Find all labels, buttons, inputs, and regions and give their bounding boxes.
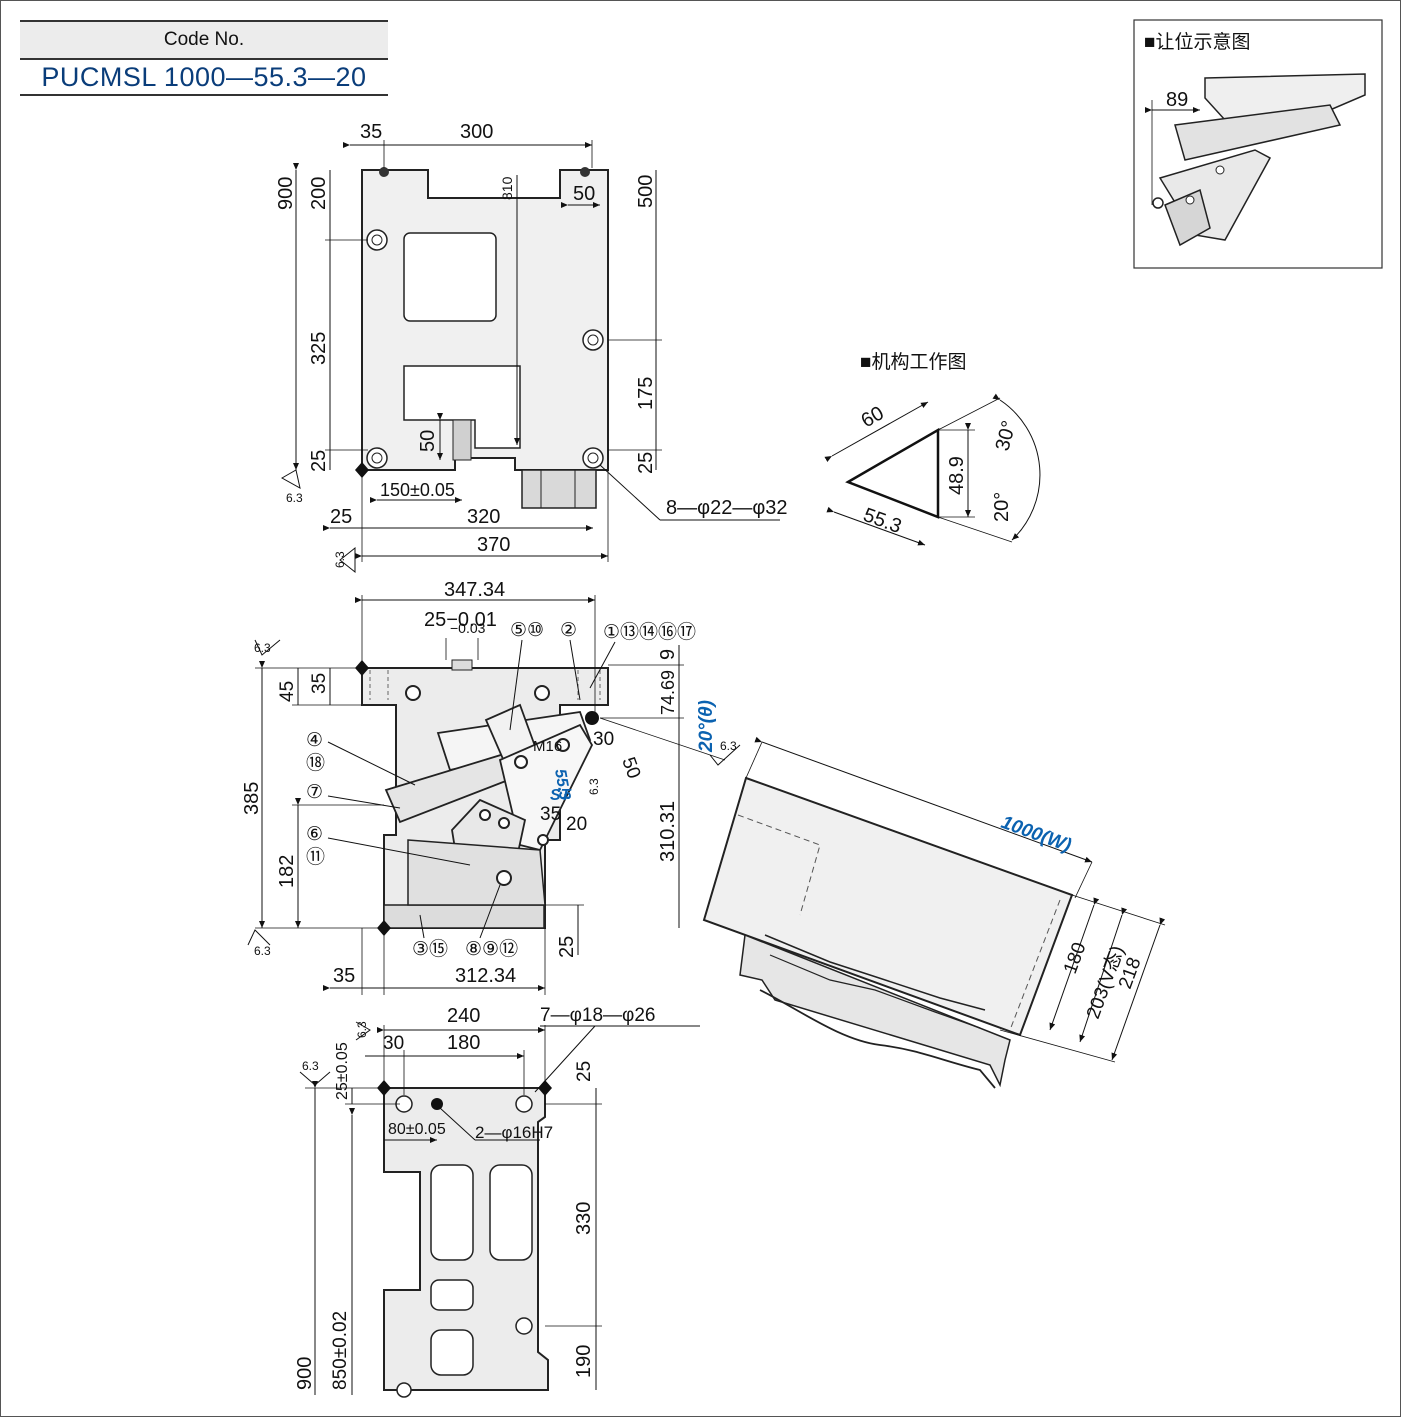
clearance-dim-89: 89 bbox=[1166, 89, 1188, 111]
callout-11: ⑪ bbox=[306, 846, 325, 868]
bottom-view: 240 30 180 7—φ18—φ26 25±0.05 25 330 190 … bbox=[294, 1005, 700, 1398]
callout-1-13-14-16-17: ①⑬⑭⑯⑰ bbox=[603, 621, 696, 643]
side-roughness-b: 6.3 bbox=[254, 944, 271, 958]
side-tol-top: 25−0.01 bbox=[424, 609, 497, 631]
mech-angle-20: 20° bbox=[991, 492, 1013, 522]
side-dim-312-34: 312.34 bbox=[455, 965, 516, 987]
mech-dim-48-9: 48.9 bbox=[946, 456, 968, 495]
cam-width: 1000(W) bbox=[998, 812, 1074, 857]
callout-18: ⑱ bbox=[306, 752, 325, 774]
top-dim-500: 500 bbox=[635, 175, 657, 208]
side-dim-25: 25 bbox=[556, 936, 578, 958]
side-angle: 20°(θ) bbox=[696, 700, 717, 753]
clearance-inset: ■让位示意图 89 bbox=[1133, 19, 1383, 269]
top-dim-25c: 25 bbox=[330, 506, 352, 528]
top-dim-370: 370 bbox=[477, 534, 510, 556]
side-dim-9: 9 bbox=[657, 649, 679, 660]
top-roughness-a: 6.3 bbox=[286, 491, 303, 505]
top-holes-callout: 8—φ22—φ32 bbox=[666, 497, 788, 519]
side-view: 347.34 25−0.01 −0.03 ⑤⑩ ② ①⑬⑭⑯⑰ 9 74.69 … bbox=[241, 579, 741, 995]
mech-dim-55-3: 55.3 bbox=[860, 504, 904, 538]
side-dim-310-31: 310.31 bbox=[657, 801, 679, 862]
top-dim-25b: 25 bbox=[635, 452, 657, 474]
side-dim-347: 347.34 bbox=[444, 579, 505, 601]
side-dim-35a: 35 bbox=[309, 673, 330, 694]
bottom-dim-190: 190 bbox=[573, 1345, 595, 1378]
code-label: Code No. bbox=[20, 20, 388, 60]
mechanism-inset: ■机构工作图 60 48.9 55.3 30° 20° bbox=[824, 351, 1041, 546]
top-dim-320: 320 bbox=[467, 506, 500, 528]
top-dim-325: 325 bbox=[308, 332, 330, 365]
side-tol-bottom: −0.03 bbox=[450, 620, 486, 636]
side-dim-20: 20 bbox=[566, 814, 587, 835]
code-value: PUCMSL 1000—55.3—20 bbox=[20, 60, 388, 96]
top-dim-175: 175 bbox=[635, 377, 657, 410]
top-dim-50b: 50 bbox=[417, 430, 439, 452]
mechanism-title: ■机构工作图 bbox=[860, 351, 966, 373]
bottom-roughness-a: 6.3 bbox=[355, 1021, 369, 1038]
mech-angle-30: 30° bbox=[992, 418, 1021, 453]
cam-view: 1000(W) 180 203(V态) 218 bbox=[702, 736, 1166, 1089]
bottom-dim-25-tol: 25±0.05 bbox=[334, 1042, 351, 1100]
callout-7: ⑦ bbox=[306, 782, 323, 803]
top-dim-200: 200 bbox=[308, 177, 330, 210]
side-m16: M16 bbox=[533, 738, 562, 755]
side-dim-50: 50 bbox=[617, 755, 644, 782]
bottom-holes-a: 7—φ18—φ26 bbox=[540, 1005, 655, 1026]
side-dim-30: 30 bbox=[593, 729, 614, 750]
top-dim-900: 900 bbox=[275, 177, 297, 210]
top-dim-300: 300 bbox=[460, 121, 493, 143]
side-roughness-a: 6.3 bbox=[254, 641, 271, 655]
bottom-dim-30: 30 bbox=[383, 1033, 404, 1054]
bottom-dim-850: 850±0.02 bbox=[330, 1311, 351, 1390]
callout-5-10: ⑤⑩ bbox=[510, 620, 544, 641]
side-dim-35b: 35 bbox=[333, 965, 355, 987]
callout-3-15: ③⑮ bbox=[412, 938, 448, 960]
top-roughness-b: 6.3 bbox=[333, 551, 347, 568]
bottom-dim-330: 330 bbox=[573, 1202, 595, 1235]
cam-dim-180: 180 bbox=[1060, 940, 1091, 977]
callout-4: ④ bbox=[306, 730, 323, 751]
bottom-dim-80: 80±0.05 bbox=[388, 1121, 446, 1138]
bottom-dim-240: 240 bbox=[447, 1005, 480, 1027]
side-roughness-d: 6.3 bbox=[587, 778, 601, 795]
side-dim-182: 182 bbox=[276, 855, 298, 888]
side-dim-35c: 35 bbox=[540, 804, 561, 825]
top-dim-25a: 25 bbox=[308, 450, 330, 472]
bottom-dim-900: 900 bbox=[294, 1357, 316, 1390]
callout-2: ② bbox=[560, 620, 577, 641]
top-view: 35 300 810 50 900 200 325 25 500 175 25 … bbox=[275, 121, 788, 574]
code-number-box: Code No. PUCMSL 1000—55.3—20 bbox=[20, 20, 388, 96]
side-dim-74-69: 74.69 bbox=[658, 670, 678, 715]
bottom-holes-b: 2—φ16H7 bbox=[475, 1123, 553, 1142]
top-dim-150: 150±0.05 bbox=[380, 480, 455, 500]
callout-6: ⑥ bbox=[306, 824, 323, 845]
side-st: ST bbox=[550, 787, 572, 804]
side-roughness-c: 6.3 bbox=[720, 739, 737, 753]
side-dim-55-3: 55.3 bbox=[551, 768, 573, 802]
top-dim-35: 35 bbox=[360, 121, 382, 143]
callout-8-9-12: ⑧⑨⑫ bbox=[465, 938, 518, 960]
clearance-title: ■让位示意图 bbox=[1144, 31, 1250, 53]
bottom-dim-25: 25 bbox=[574, 1061, 595, 1082]
side-dim-385: 385 bbox=[241, 782, 263, 815]
top-dim-50a: 50 bbox=[573, 183, 595, 205]
top-dim-810: 810 bbox=[499, 176, 515, 200]
bottom-dim-180: 180 bbox=[447, 1032, 480, 1054]
side-dim-45: 45 bbox=[277, 681, 298, 702]
mech-dim-60: 60 bbox=[858, 402, 888, 432]
bottom-roughness-b: 6.3 bbox=[302, 1059, 319, 1073]
